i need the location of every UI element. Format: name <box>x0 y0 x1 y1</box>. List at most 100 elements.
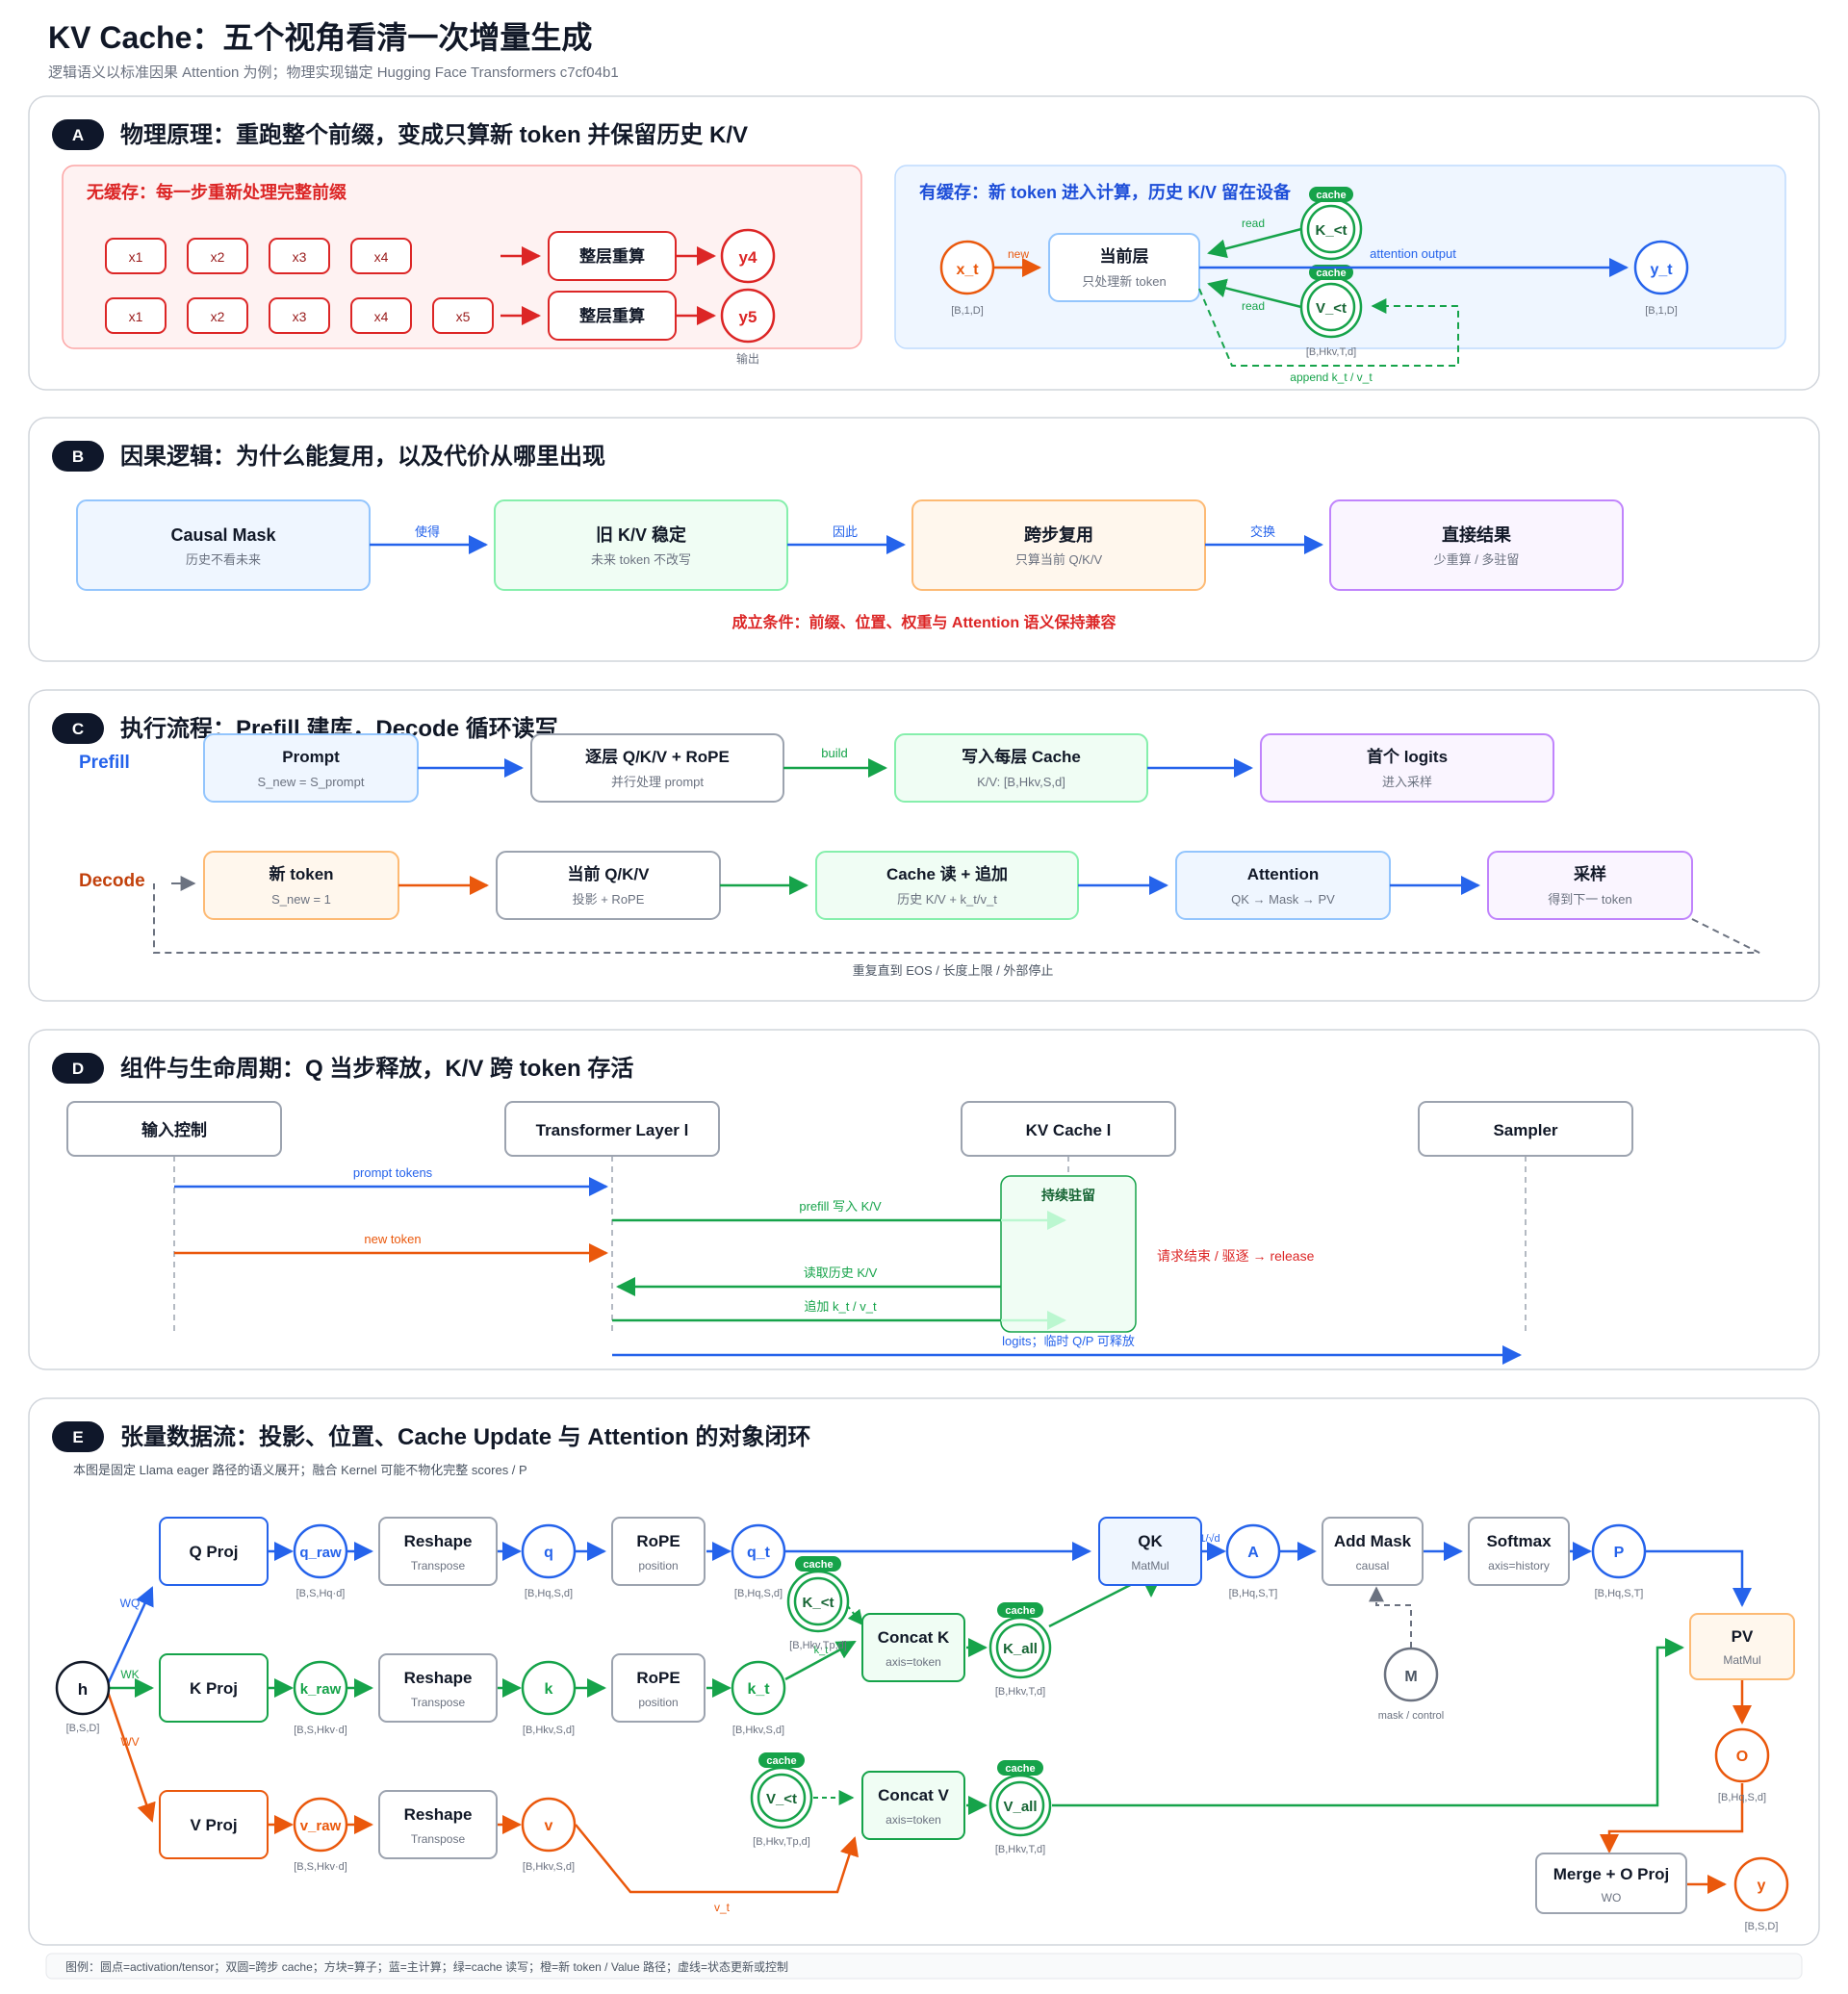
arrow-label: 因此 <box>833 524 858 539</box>
pv-box <box>1689 1613 1795 1680</box>
result-box <box>1329 499 1624 591</box>
section-b-title: 因果逻辑：为什么能复用，以及代价从哪里出现 <box>120 443 605 470</box>
h-node <box>55 1660 111 1716</box>
cache-read-append-sub: 历史 K/V + k_t/v_t <box>897 892 997 907</box>
y-node <box>1733 1856 1789 1912</box>
kt-edge-label: k_t <box>814 1645 829 1656</box>
output-label-y5: y5 <box>739 308 757 326</box>
v-cache-label: V_<t <box>1316 300 1347 317</box>
page-subtitle: 逻辑语义以标准因果 Attention 为例；物理实现锚定 Hugging Fa… <box>48 64 619 81</box>
section-e-title: 张量数据流：投影、位置、Cache Update 与 Attention 的对象… <box>120 1423 810 1450</box>
token-label: x4 <box>374 249 389 265</box>
write-cache-box <box>894 733 1148 803</box>
section-e-badge <box>52 1421 104 1452</box>
rope-label: RoPE <box>636 1669 680 1687</box>
current-layer-title: 当前层 <box>1100 246 1149 266</box>
attention-title: Attention <box>1247 865 1320 883</box>
new-token-title: 新 token <box>269 864 333 883</box>
cache-tag <box>1309 187 1353 202</box>
a-label: A <box>1247 1545 1259 1561</box>
concat-k-label: Concat K <box>878 1628 950 1647</box>
causal-mask-box <box>76 499 371 591</box>
wk-label: WK <box>120 1668 139 1681</box>
stable-kv-title: 旧 K/V 稳定 <box>596 524 686 545</box>
read-v-arrow <box>1207 278 1302 309</box>
section-a-title: 物理原理：重跑整个前缀，变成只算新 token 并保留历史 K/V <box>120 121 748 148</box>
token-box <box>269 297 330 334</box>
current-layer-sub: 只处理新 token <box>1082 274 1166 289</box>
qkv-rope-box <box>530 733 784 803</box>
e-edges: k_t v_t <box>106 1542 1752 1914</box>
msg-label: prefill 写入 K/V <box>799 1199 882 1214</box>
edge-vall-pv <box>1052 1638 1684 1807</box>
recompute-label: 整层重算 <box>579 246 645 266</box>
section-c-badge <box>52 713 104 744</box>
qk-label: QK <box>1138 1532 1163 1550</box>
output-note: 输出 <box>736 351 759 366</box>
decode-loop-arrow <box>153 883 1760 954</box>
reshape-v-box <box>378 1790 498 1859</box>
yt-node <box>1633 240 1689 295</box>
with-cache-title: 有缓存：新 token 进入计算，历史 K/V 留在设备 <box>919 182 1292 202</box>
no-cache-row2: x1 x2 x3 x4 x5 整层重算 y5 输出 <box>105 288 776 366</box>
rope-label: RoPE <box>636 1532 680 1550</box>
reuse-title: 跨步复用 <box>1024 524 1093 545</box>
edge-m-mask <box>1369 1586 1412 1648</box>
k-proj-label: K Proj <box>190 1679 238 1698</box>
current-qkv-sub: 投影 + RoPE <box>573 892 645 907</box>
vall-node <box>995 1780 1045 1830</box>
reshape-label: Reshape <box>404 1532 473 1550</box>
recompute-label: 整层重算 <box>579 306 645 325</box>
axis-history-label: axis=history <box>1488 1559 1550 1572</box>
pv-matmul-label: MatMul <box>1723 1653 1760 1667</box>
msg-label: prompt tokens <box>353 1165 433 1180</box>
edge-o-merge <box>1600 1783 1744 1853</box>
vt-edge-label: v_t <box>714 1901 731 1914</box>
read-k-label: read <box>1242 217 1265 230</box>
q-raw-node <box>293 1523 348 1579</box>
cache-read-append-title: Cache 读 + 追加 <box>886 864 1008 883</box>
msg-label: new token <box>364 1232 421 1246</box>
token-box <box>350 238 412 274</box>
token-box <box>105 297 167 334</box>
add-mask-box <box>1322 1517 1424 1586</box>
token-box <box>187 238 248 274</box>
softmax-label: Softmax <box>1486 1532 1552 1550</box>
axis-token-label: axis=token <box>886 1655 941 1669</box>
p-node <box>1591 1523 1647 1579</box>
edge-kct-concat <box>846 1604 863 1626</box>
cache-tag-text: cache <box>803 1559 833 1571</box>
vct-node <box>757 1773 807 1823</box>
resident-box <box>1000 1175 1137 1333</box>
causal-mask-sub: 历史不看未来 <box>186 552 261 567</box>
qkv-rope-title: 逐层 Q/K/V + RoPE <box>585 748 730 766</box>
token-box <box>432 297 494 334</box>
new-token-sub: S_new = 1 <box>271 892 331 907</box>
cache-tag-text: cache <box>766 1755 796 1767</box>
release-label: 请求结束 / 驱逐 → release <box>1157 1248 1315 1264</box>
p-shape: [B,Hq,S,T] <box>1595 1588 1644 1599</box>
prompt-sub: S_new = S_prompt <box>258 775 365 789</box>
yt-shape: [B,1,D] <box>1645 305 1678 317</box>
transpose-label: Transpose <box>411 1559 466 1572</box>
prompt-title: Prompt <box>282 748 340 766</box>
e-nodes: h [B,S,D] WQ WK WV Q Proj K Proj V Proj … <box>55 1517 1795 1932</box>
result-sub: 少重算 / 多驻留 <box>1434 552 1520 567</box>
merge-oproj-box <box>1535 1853 1687 1914</box>
new-token-box <box>203 851 399 920</box>
position-label: position <box>638 1696 678 1709</box>
kall-label: K_all <box>1003 1641 1038 1657</box>
v-proj-box <box>159 1790 269 1859</box>
k-raw-label: k_raw <box>300 1681 342 1698</box>
append-label: append k_t / v_t <box>1290 371 1373 384</box>
lane-label: Transformer Layer l <box>536 1121 689 1139</box>
wo-label: WO <box>1602 1891 1622 1905</box>
prefill-label: Prefill <box>79 753 130 773</box>
token-label: x3 <box>293 309 307 324</box>
build-label: build <box>821 746 847 760</box>
v-node <box>521 1797 577 1853</box>
kct-shape: [B,Hkv,Tp,d] <box>789 1640 847 1651</box>
legend-text: 图例：圆点=activation/tensor；双圆=跨步 cache；方块=算… <box>65 1959 788 1974</box>
edge-wv <box>106 1691 156 1823</box>
section-a-badge <box>52 119 104 150</box>
